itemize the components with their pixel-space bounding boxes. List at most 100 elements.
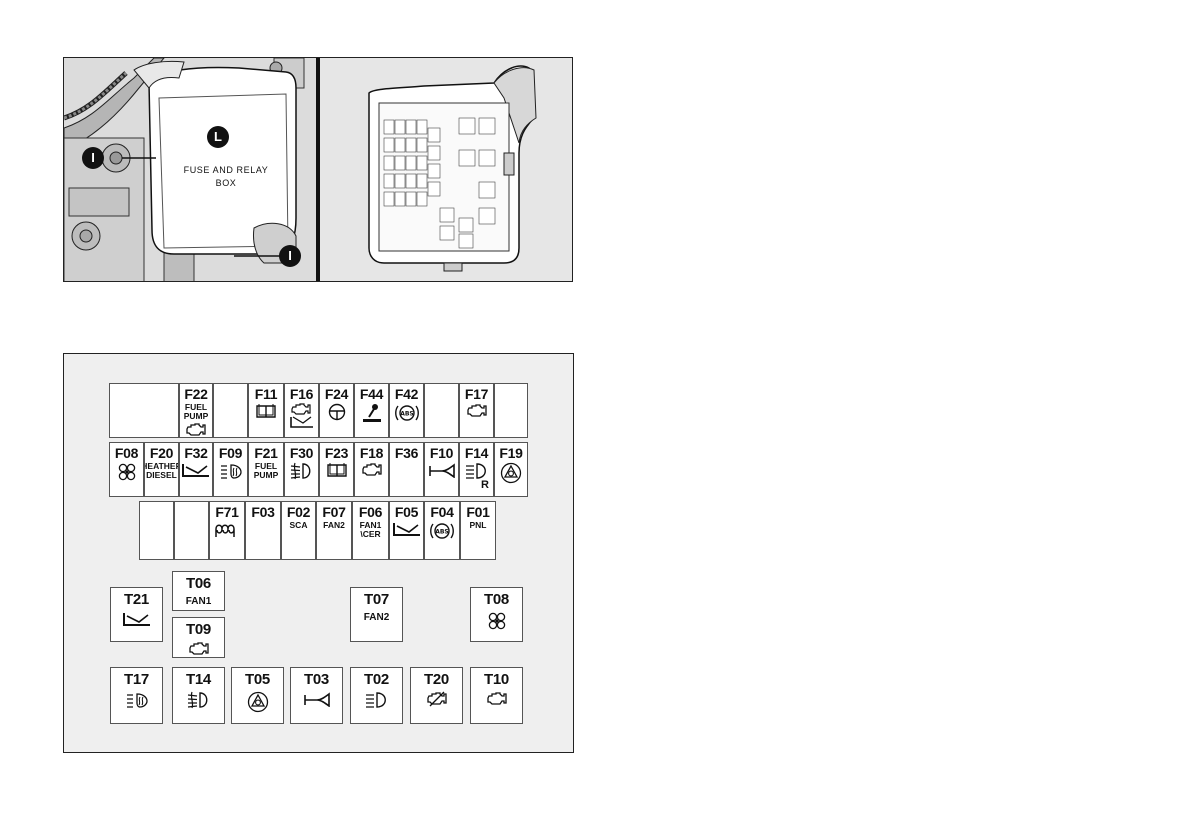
headlamp-icon [365, 691, 389, 709]
fan-icon [487, 611, 507, 631]
relay-t09: T09 [172, 617, 225, 658]
relay-t05: T05 [231, 667, 284, 724]
empty-slot [424, 383, 459, 438]
fuse-f16: F16 [284, 383, 319, 438]
fuse-f09: F09 [213, 442, 248, 497]
slot-code: F42 [394, 386, 419, 402]
fuse-f23: F23 [319, 442, 354, 497]
empty-slot [494, 383, 528, 438]
relay-t03: T03 [290, 667, 343, 724]
hazard-gear-icon [247, 691, 269, 713]
fuse-f44: F44 [354, 383, 389, 438]
fuse-f17: F17 [459, 383, 494, 438]
slot-label: HEATHER DIESEL [145, 461, 178, 480]
slot-code: T03 [304, 671, 329, 688]
slot-label: FUEL PUMP [253, 461, 279, 480]
empty-slot [213, 383, 248, 438]
slot-code: T09 [186, 621, 211, 638]
slot-code: T06 [186, 575, 211, 592]
slot-code: F20 [149, 445, 174, 461]
wiper-icon [392, 521, 422, 537]
slot-code: F30 [289, 445, 314, 461]
slot-label: SCA [289, 520, 308, 530]
slot-code: F09 [218, 445, 243, 461]
abs-icon: ABS [429, 521, 455, 541]
slot-code: T21 [124, 591, 149, 608]
abs-icon: ABS [394, 403, 420, 423]
slot-code: F07 [322, 504, 346, 520]
slot-code: F02 [286, 504, 311, 520]
fuse-f10: F10 [424, 442, 459, 497]
slot-code: F08 [114, 445, 139, 461]
engine-icon [486, 691, 508, 707]
book-icon [255, 403, 277, 419]
slot-code: F24 [324, 386, 349, 402]
slot-label: FAN2 [323, 520, 345, 530]
relay-t02: T02 [350, 667, 403, 724]
slot-label: FAN1 [185, 596, 212, 607]
fuse-f71: F71 [209, 501, 245, 560]
slot-code: T20 [424, 671, 449, 688]
engine-wiper-icon [289, 403, 315, 429]
slot-code: T10 [484, 671, 509, 688]
fuse-f24: F24 [319, 383, 354, 438]
fog-lamp-rear-icon [219, 462, 243, 482]
slot-code: F22 [184, 386, 208, 402]
slot-label: FUEL PUMP [183, 402, 209, 421]
slot-code: F32 [184, 445, 208, 461]
fuse-f05: F05 [389, 501, 424, 560]
empty-slot [109, 383, 179, 438]
front-fog-icon [290, 462, 314, 480]
headlamp-icon [465, 462, 489, 480]
marker-I-bottom: I [279, 245, 301, 267]
cover-text-line1: FUSE AND RELAY [183, 165, 269, 175]
empty-slot [139, 501, 174, 560]
slot-code: F05 [394, 504, 419, 520]
svg-text:ABS: ABS [435, 529, 449, 536]
fan-icon [117, 462, 137, 482]
engine-icon [185, 422, 207, 437]
slot-code: F11 [254, 386, 278, 402]
slot-code: F18 [359, 445, 384, 461]
slot-code: F17 [464, 386, 489, 402]
book-icon [326, 462, 348, 478]
fuse-box-illustration: FUSE AND RELAY BOX L I I [63, 57, 573, 282]
hazard-gear-icon [500, 462, 522, 484]
slot-code: F44 [359, 386, 384, 402]
fuse-f30: F30 [284, 442, 319, 497]
relay-t17: T17 [110, 667, 163, 724]
front-fog-icon [187, 691, 211, 709]
relay-t20: T20 [410, 667, 463, 724]
fuse-f03: F03 [245, 501, 281, 560]
relay-t14: T14 [172, 667, 225, 724]
slot-code: F01 [466, 504, 490, 520]
slot-code: T17 [124, 671, 149, 688]
glow-plug-icon [214, 521, 240, 539]
fuse-f11: F11 [248, 383, 284, 438]
slot-code: F23 [324, 445, 349, 461]
cover-text-line2: BOX [215, 178, 237, 188]
slot-code: T02 [364, 671, 389, 688]
fuse-f19: F19 [494, 442, 528, 497]
fuse-f20: F20HEATHER DIESEL [144, 442, 179, 497]
slot-label: FAN2 [363, 612, 390, 623]
wiper-icon [181, 462, 211, 478]
fuse-f18: F18 [354, 442, 389, 497]
horn-icon [428, 462, 456, 478]
engine-icon [188, 641, 210, 657]
slot-label: PNL [469, 520, 487, 530]
slot-code: F19 [499, 445, 523, 461]
slot-code: F36 [394, 445, 419, 461]
marker-I-left: I [82, 147, 104, 169]
slot-code: T14 [186, 671, 211, 688]
